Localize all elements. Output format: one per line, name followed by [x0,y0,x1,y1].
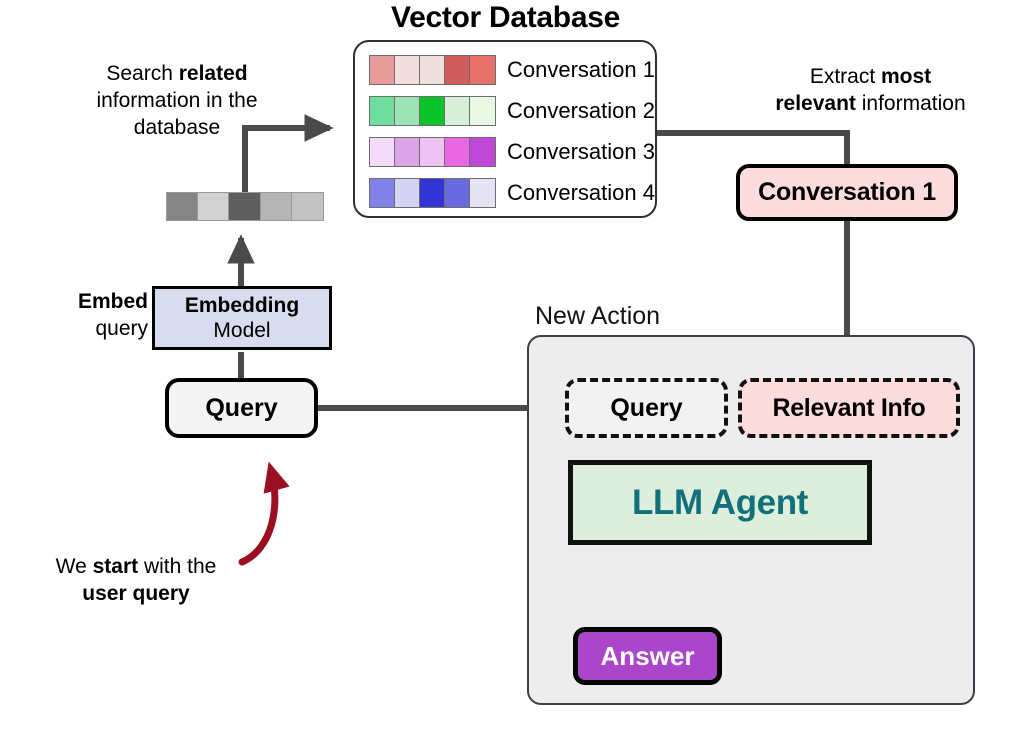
conversation-label: Conversation 1 [507,57,655,82]
annotation-search-line1-plain: Search [106,62,179,85]
swatch [470,97,495,125]
vector-database-title: Vector Database [391,1,620,34]
swatch [445,138,470,166]
swatch [420,179,445,207]
swatch [445,56,470,84]
embedding-swatches [369,55,496,85]
swatch [370,56,395,84]
annotation-extract: Extract most relevant information [738,63,1003,117]
annotation-extract-line2-plain: information [855,92,966,115]
swatch [370,97,395,125]
annotation-embed-line1: Embed [77,290,148,313]
swatch [445,97,470,125]
swatch [291,193,323,220]
new-action-caption: New Action [535,302,661,330]
vector-database-card: Conversation 1 Conversation 2 [353,40,657,218]
annotation-embed-line2: query [95,317,148,340]
swatch [395,97,420,125]
vector-row[interactable]: Conversation 2 [369,95,655,127]
swatch [445,179,470,207]
swatch [470,56,495,84]
swatch [167,193,199,220]
swatch [370,179,395,207]
annotation-search-line3: database [133,116,221,139]
embedding-swatches [369,137,496,167]
conversation-label: Conversation 3 [507,139,655,164]
annotation-extract-line1-plain: Extract [809,65,881,88]
llm-agent-node[interactable]: LLM Agent [568,460,872,545]
swatch [395,179,420,207]
embedding-model-node[interactable]: Embedding Model [152,286,332,350]
annotation-start: We start with the user query [26,553,246,607]
embedding-model-line1: Embedding [184,294,300,317]
annotation-search-line2: information in the [96,89,258,112]
embedding-model-line2: Model [213,319,271,342]
swatch [395,138,420,166]
annotation-start-line2: user query [82,582,190,605]
annotation-extract-line2-bold: relevant [775,92,856,115]
annotation-start-line1-plain-a: We [55,555,93,578]
annotation-start-line1-plain-b: with the [138,555,217,578]
panel-relevant-info-node[interactable]: Relevant Info [738,378,960,438]
annotation-embed: Embed query [30,288,148,342]
embedding-swatches [369,96,496,126]
query-node[interactable]: Query [165,378,318,438]
panel-query-node[interactable]: Query [565,378,728,438]
conversation-label: Conversation 4 [507,180,655,205]
swatch [470,179,495,207]
annotation-extract-line1-bold: most [881,65,932,88]
conversation-1-result-node[interactable]: Conversation 1 [736,164,958,221]
swatch [370,138,395,166]
swatch [470,138,495,166]
swatch [229,193,261,220]
swatch [420,138,445,166]
wire-start-to-query [238,461,290,566]
swatch [198,193,230,220]
annotation-search-line1-bold: related [178,62,248,85]
vector-row[interactable]: Conversation 3 [369,136,655,168]
vector-row[interactable]: Conversation 4 [369,177,655,209]
annotation-search: Search related information in the databa… [58,60,296,141]
query-embedding-vector [166,192,324,221]
embedding-swatches [369,178,496,208]
vector-database-rows: Conversation 1 Conversation 2 [369,54,655,209]
wire-vdb-to-conversation1 [657,130,850,164]
vector-row[interactable]: Conversation 1 [369,54,655,86]
swatch [420,56,445,84]
annotation-start-line1-bold: start [92,555,139,578]
swatch [395,56,420,84]
swatch [420,97,445,125]
answer-node[interactable]: Answer [573,627,722,685]
conversation-label: Conversation 2 [507,98,655,123]
swatch [260,193,292,220]
